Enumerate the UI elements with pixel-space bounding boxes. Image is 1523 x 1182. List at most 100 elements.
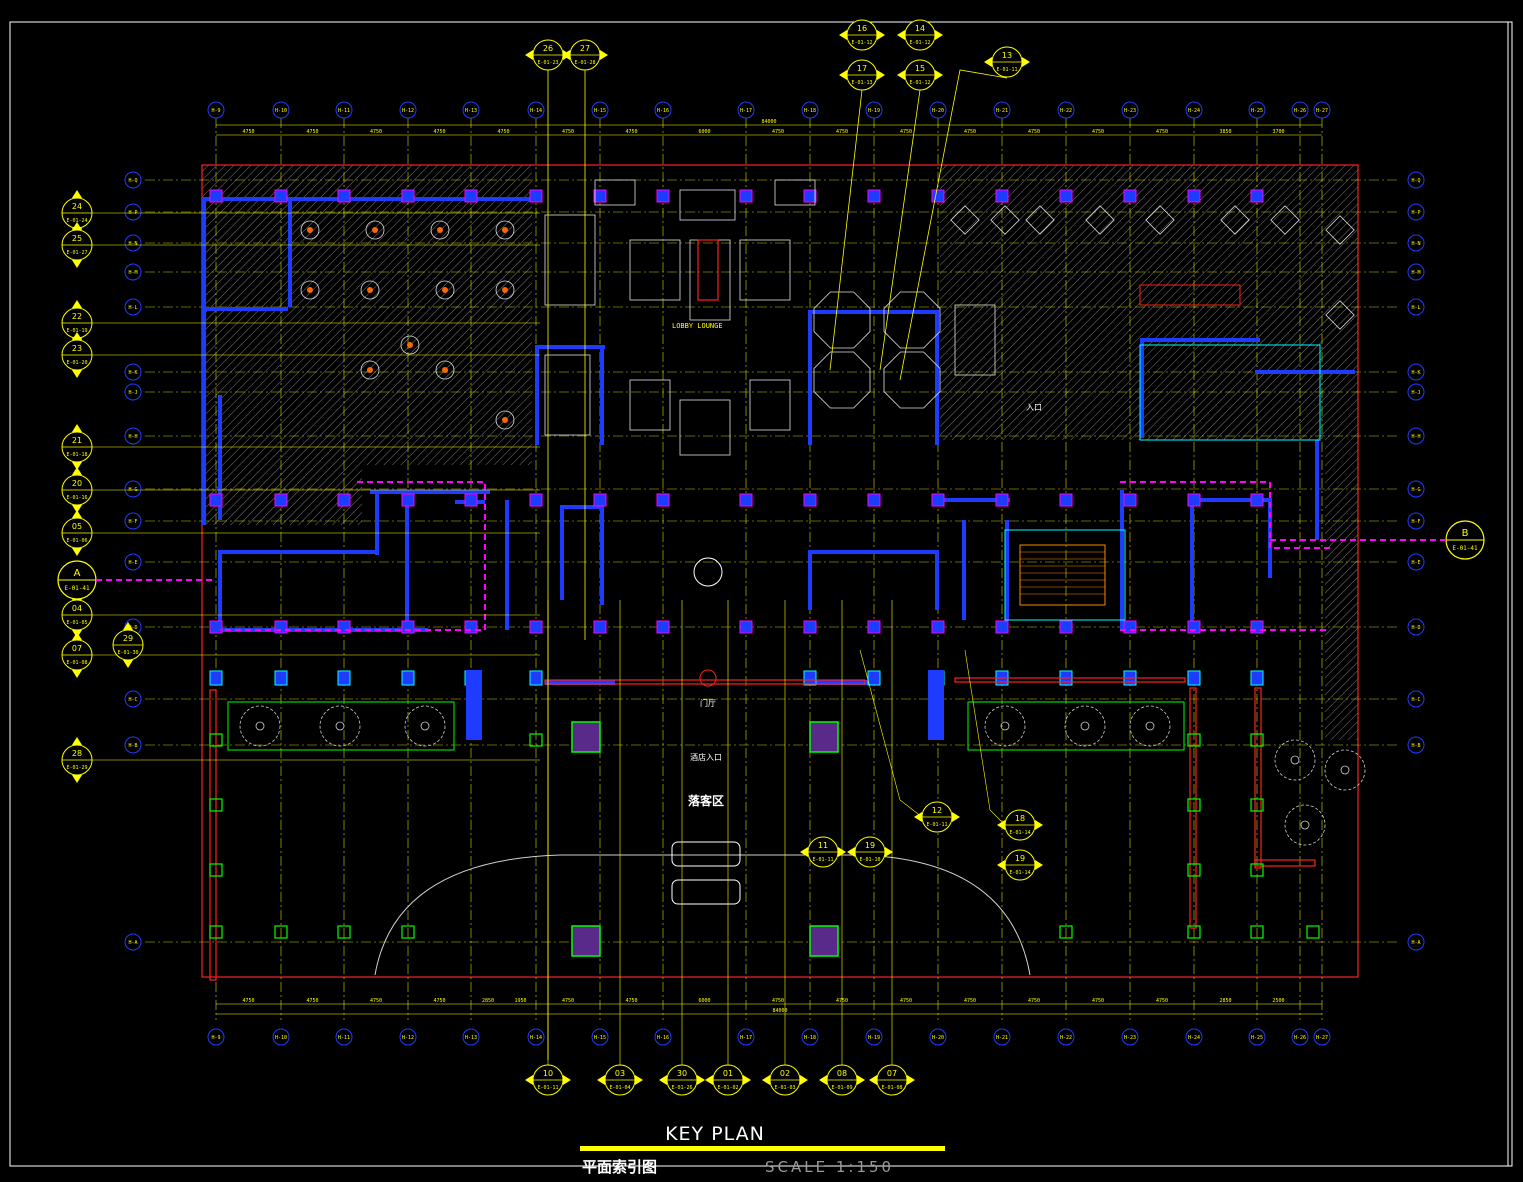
callout-arrow [869, 1075, 877, 1085]
front-column [803, 670, 817, 686]
tree-symbol [1324, 749, 1366, 791]
wall-segment [206, 307, 288, 311]
dim-top-value: 4750 [625, 129, 637, 135]
dining-table [365, 220, 385, 240]
callout-arrow [762, 1075, 770, 1085]
red-outline [1189, 687, 1197, 929]
dim-top-value: 4750 [836, 129, 848, 135]
stair-core [1004, 529, 1126, 621]
wall-segment [1255, 370, 1355, 374]
table-center [437, 227, 443, 233]
callout-ref: E-01-14 [1009, 870, 1030, 876]
callout-arrow [1035, 820, 1043, 830]
callout-ref: E-01-11 [996, 67, 1017, 73]
wall-segment [935, 310, 939, 445]
structural-column [337, 189, 351, 203]
structural-column [1059, 493, 1073, 507]
callout-arrow [525, 1075, 533, 1085]
wall-segment [1315, 440, 1319, 540]
grid-bubble-circle [124, 480, 142, 498]
grid-bubble-label: H-12 [402, 1035, 414, 1041]
wall-segment [202, 197, 532, 201]
grid-bubble-circle [124, 383, 142, 401]
red-outline [1254, 687, 1262, 869]
callout-ref: E-01-18 [66, 452, 87, 458]
red-outline [209, 689, 217, 981]
callout-arrow [659, 1075, 667, 1085]
structural-column [593, 189, 607, 203]
dining-table-square [1025, 205, 1055, 235]
grid-bubble-label: H-24 [1188, 1035, 1200, 1041]
wall-segment [808, 550, 938, 554]
grid-bubble-circle [462, 1028, 480, 1046]
grid-bubble-circle [1057, 1028, 1075, 1046]
title-underline [580, 1146, 945, 1151]
table-center [502, 227, 508, 233]
dim-bottom-value: 4750 [772, 998, 784, 1004]
callout-ref: E-01-27 [66, 250, 87, 256]
fountain-box [809, 721, 839, 753]
table-center [407, 342, 413, 348]
callout-number: 12 [932, 806, 942, 815]
grid-bubble-label: H-D [1411, 625, 1420, 631]
wall-segment [288, 197, 292, 307]
callout-ref: E-01-11 [537, 1085, 558, 1091]
callout-arrow [72, 300, 82, 308]
grid-bubble-circle [207, 101, 225, 119]
table-center [502, 287, 508, 293]
callout-arrow [72, 548, 82, 556]
tree-symbol [1129, 705, 1171, 747]
wall-segment [1190, 498, 1270, 502]
furniture-block [679, 189, 736, 221]
grid-bubble-circle [124, 512, 142, 530]
section-b-label: B [1462, 528, 1469, 539]
landscape-column [1250, 733, 1264, 747]
grid-bubble-label: H-27 [1316, 1035, 1328, 1041]
landscape-column [209, 925, 223, 939]
callout-ref: E-01-11 [926, 822, 947, 828]
structural-column [464, 189, 478, 203]
callout-number: 21 [72, 436, 82, 445]
grid-bubble-label: H-24 [1188, 108, 1200, 114]
grid-bubble-circle [207, 1028, 225, 1046]
structural-column [1123, 493, 1137, 507]
tree-trunk [335, 721, 345, 731]
wall-segment [808, 310, 938, 314]
wall-segment [600, 505, 604, 605]
callout-marker: 18E-01-14 [997, 809, 1043, 841]
grid-bubble-circle [124, 363, 142, 381]
callout-arrow [935, 30, 943, 40]
callout-ref: E-01-20 [66, 360, 87, 366]
callout-number: 04 [72, 604, 82, 613]
tree-symbol [239, 705, 281, 747]
callout-number: 16 [857, 24, 867, 33]
structural-column [995, 620, 1009, 634]
fountain-box [571, 925, 601, 957]
dim-top-value: 4750 [1156, 129, 1168, 135]
callout-marker: 20E-01-16 [61, 467, 93, 513]
grid-bubble-label: H-M [1411, 270, 1420, 276]
grid-bubble-circle [1057, 101, 1075, 119]
grid-bubble-label: H-26 [1294, 1035, 1306, 1041]
grid-bubble-label: H-K [128, 370, 137, 376]
structural-column [656, 189, 670, 203]
grid-bubble-label: H-20 [932, 1035, 944, 1041]
structural-column [401, 620, 415, 634]
kitchen-zone [1139, 344, 1321, 441]
grid-bubble-circle [1407, 690, 1425, 708]
entrance-door-symbol [699, 669, 717, 687]
wall-segment [560, 505, 564, 600]
callout-marker: 16E-01-12 [839, 19, 885, 51]
grid-bubble-circle [272, 101, 290, 119]
grid-bubble-label: H-11 [338, 1035, 350, 1041]
landscape-column [209, 798, 223, 812]
callout-number: 27 [580, 44, 590, 53]
grid-bubble-circle [591, 101, 609, 119]
callout-marker: 21E-01-18 [61, 424, 93, 470]
red-outline [954, 677, 1186, 683]
grid-bubble-circle [124, 690, 142, 708]
callout-arrow [72, 260, 82, 268]
grid-bubble-label: H-21 [996, 1035, 1008, 1041]
grid-bubble-circle [865, 101, 883, 119]
